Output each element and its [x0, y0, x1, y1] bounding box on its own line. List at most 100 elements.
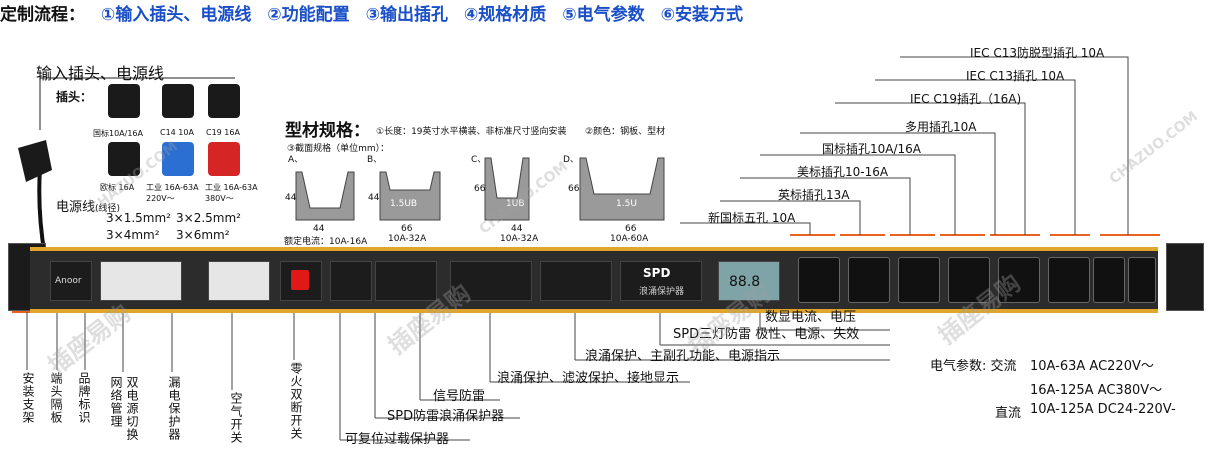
plug-industrial-blue-icon: [162, 142, 194, 176]
profile-a-width: 44: [313, 224, 325, 234]
output-label-c19: IEC C19插孔（16A): [910, 92, 1022, 106]
profile-a-inner: 1U: [314, 199, 327, 209]
profile-d-letter: D、: [563, 155, 579, 165]
profile-b-width: 66: [401, 224, 413, 234]
cable-label: 电源线(线径): [56, 200, 121, 215]
profile-b-letter: B、: [367, 155, 383, 165]
plug-industrial-red-icon: [208, 142, 240, 176]
output-label-cn: 国标插孔10A/16A: [822, 142, 922, 156]
power-switch-module[interactable]: [280, 261, 322, 301]
outlet-cn[interactable]: [948, 257, 990, 303]
profile-note-1: ①长度：19英寸水平横装、非标准尺寸竖向安装: [376, 127, 567, 137]
right-mounting-bracket: [1166, 243, 1204, 311]
profile-b-current: 10A-32A: [388, 234, 427, 244]
func-label-reset: 可复位过载保护器: [345, 432, 450, 447]
red-switch-icon[interactable]: [291, 270, 309, 290]
func-label-spd: SPD防雷浪涌保护器: [387, 409, 505, 424]
profile-note-2: ②颜色：钢板、型材: [585, 127, 666, 137]
spd-module: SPD 浪涌保护器: [620, 261, 702, 301]
plug-caption-6: 工业 16A-63A 380V～: [205, 183, 258, 203]
vlabel-dual-power: 双电源切换: [125, 376, 139, 441]
profile-c-height: 66: [474, 184, 486, 194]
step-2: ②功能配置: [267, 5, 350, 25]
step-4: ④规格材质: [463, 5, 547, 25]
outlet-c19[interactable]: [1048, 257, 1090, 303]
output-label-uk: 英标插孔13A: [778, 188, 850, 202]
output-label-c13: IEC C13插孔 10A: [966, 69, 1065, 83]
func-label-surge-main: 浪涌保护、主副孔功能、电源指示: [585, 349, 781, 364]
plug-caption-4: 欧标 16A: [100, 183, 135, 192]
digital-meter: 88.8: [718, 261, 780, 301]
cable-spec-1: 3×1.5mm²: [106, 211, 171, 225]
plug-c19-icon: [208, 84, 240, 118]
vlabel-air-switch: 空气开关: [229, 392, 243, 444]
process-title-bar: 定制流程： ①输入插头、电源线 ②功能配置 ③输出插孔 ④规格材质 ⑤电气参数 …: [0, 0, 1210, 25]
pdu-body: Anoor SPD 浪涌保护器 88.8: [30, 247, 1158, 313]
electrical-title: 电气参数: 交流: [930, 359, 1017, 374]
profile-d-current: 10A-60A: [610, 234, 649, 244]
meter-readout: 88.8: [729, 274, 761, 290]
profile-d-height: 66: [568, 184, 580, 194]
electrical-dc-label: 直流: [995, 406, 1022, 421]
vlabel-network: 网络管理: [109, 376, 123, 428]
plug-c14-icon: [162, 84, 194, 118]
outlet-uk[interactable]: [848, 257, 890, 303]
profile-note-3: ③截面规格（单位mm）：: [287, 144, 390, 154]
outlet-cn5[interactable]: [798, 257, 840, 303]
output-label-cn5: 新国标五孔 10A: [708, 211, 796, 225]
plug-caption-5: 工业 16A-63A 220V～: [146, 183, 199, 203]
profile-d-width: 66: [625, 224, 637, 234]
plug-eu-icon: [108, 142, 140, 176]
brand-logo: Anoor: [55, 276, 82, 286]
output-label-universal: 多用插孔10A: [905, 120, 977, 134]
plug-caption-1: 国标10A/16A: [93, 129, 143, 138]
profile-b-inner: 1.5UB: [390, 199, 418, 209]
profile-a-height: 44: [285, 193, 297, 203]
process-prefix: 定制流程：: [0, 5, 85, 25]
profile-c-width: 44: [511, 224, 523, 234]
outlet-universal[interactable]: [998, 257, 1040, 303]
step-1: ①输入插头、电源线: [100, 5, 252, 25]
step-3: ③输出插孔: [365, 5, 448, 25]
input-heading: 输入插头、电源线: [36, 64, 165, 83]
profile-c-letter: C、: [471, 155, 487, 165]
cable-spec-2: 3×2.5mm²: [176, 211, 241, 225]
cable-spec-3: 3×4mm²: [106, 228, 160, 242]
plug-caption-2: C14 10A: [160, 128, 194, 137]
electrical-ac-line2: 16A-125A AC380V～: [1030, 383, 1163, 398]
func-label-spd3: SPD三灯防雷 极性、电源、失效: [673, 327, 860, 342]
spd-label: SPD: [643, 266, 671, 280]
vlabel-brand: 品牌标识: [77, 372, 91, 424]
electrical-dc-line: 10A-125A DC24-220V-: [1030, 402, 1176, 417]
circuit-breaker-module[interactable]: [208, 261, 270, 301]
profile-d-inner: 1.5U: [616, 199, 637, 209]
output-label-c13-lock: IEC C13防脱型插孔 10A: [970, 46, 1105, 60]
outlet-c13[interactable]: [1093, 257, 1125, 303]
plug-label: 插头：: [56, 90, 93, 104]
func-label-meter: 数显电流、电压: [765, 310, 857, 325]
profile-c-inner: 1UB: [506, 199, 525, 209]
outlet-c13-lock[interactable]: [1128, 257, 1156, 303]
cable-spec-4: 3×6mm²: [176, 228, 230, 242]
signal-spd-module: [375, 261, 437, 301]
step-5: ⑤电气参数: [562, 5, 645, 25]
step-6: ⑥安装方式: [660, 5, 743, 25]
profile-a-letter: A、: [288, 155, 304, 165]
func-label-surge-filter: 浪涌保护、滤波保护、接地显示: [497, 371, 680, 386]
profile-drawings: [295, 157, 665, 221]
profile-a-current: 额定电流：10A-16A: [284, 237, 368, 247]
vlabel-bracket: 安装支架: [21, 372, 35, 424]
vlabel-leakage: 漏电保护器: [167, 376, 181, 441]
plug-cn-icon: [108, 84, 140, 118]
brand-module: Anoor: [50, 261, 92, 301]
func-label-signal: 信号防雷: [433, 389, 486, 404]
dual-power-switch-module[interactable]: [100, 261, 182, 301]
reset-protector-module[interactable]: [330, 261, 372, 301]
plug-caption-3: C19 16A: [206, 128, 240, 137]
vlabel-double-break: 零火双断开关: [289, 362, 303, 440]
output-label-us: 美标插孔10-16A: [797, 165, 889, 179]
profile-c-current: 10A-32A: [500, 234, 539, 244]
surge-filter-module: [450, 261, 532, 301]
outlet-us[interactable]: [898, 257, 940, 303]
electrical-ac-line1: 10A-63A AC220V～: [1030, 359, 1154, 374]
